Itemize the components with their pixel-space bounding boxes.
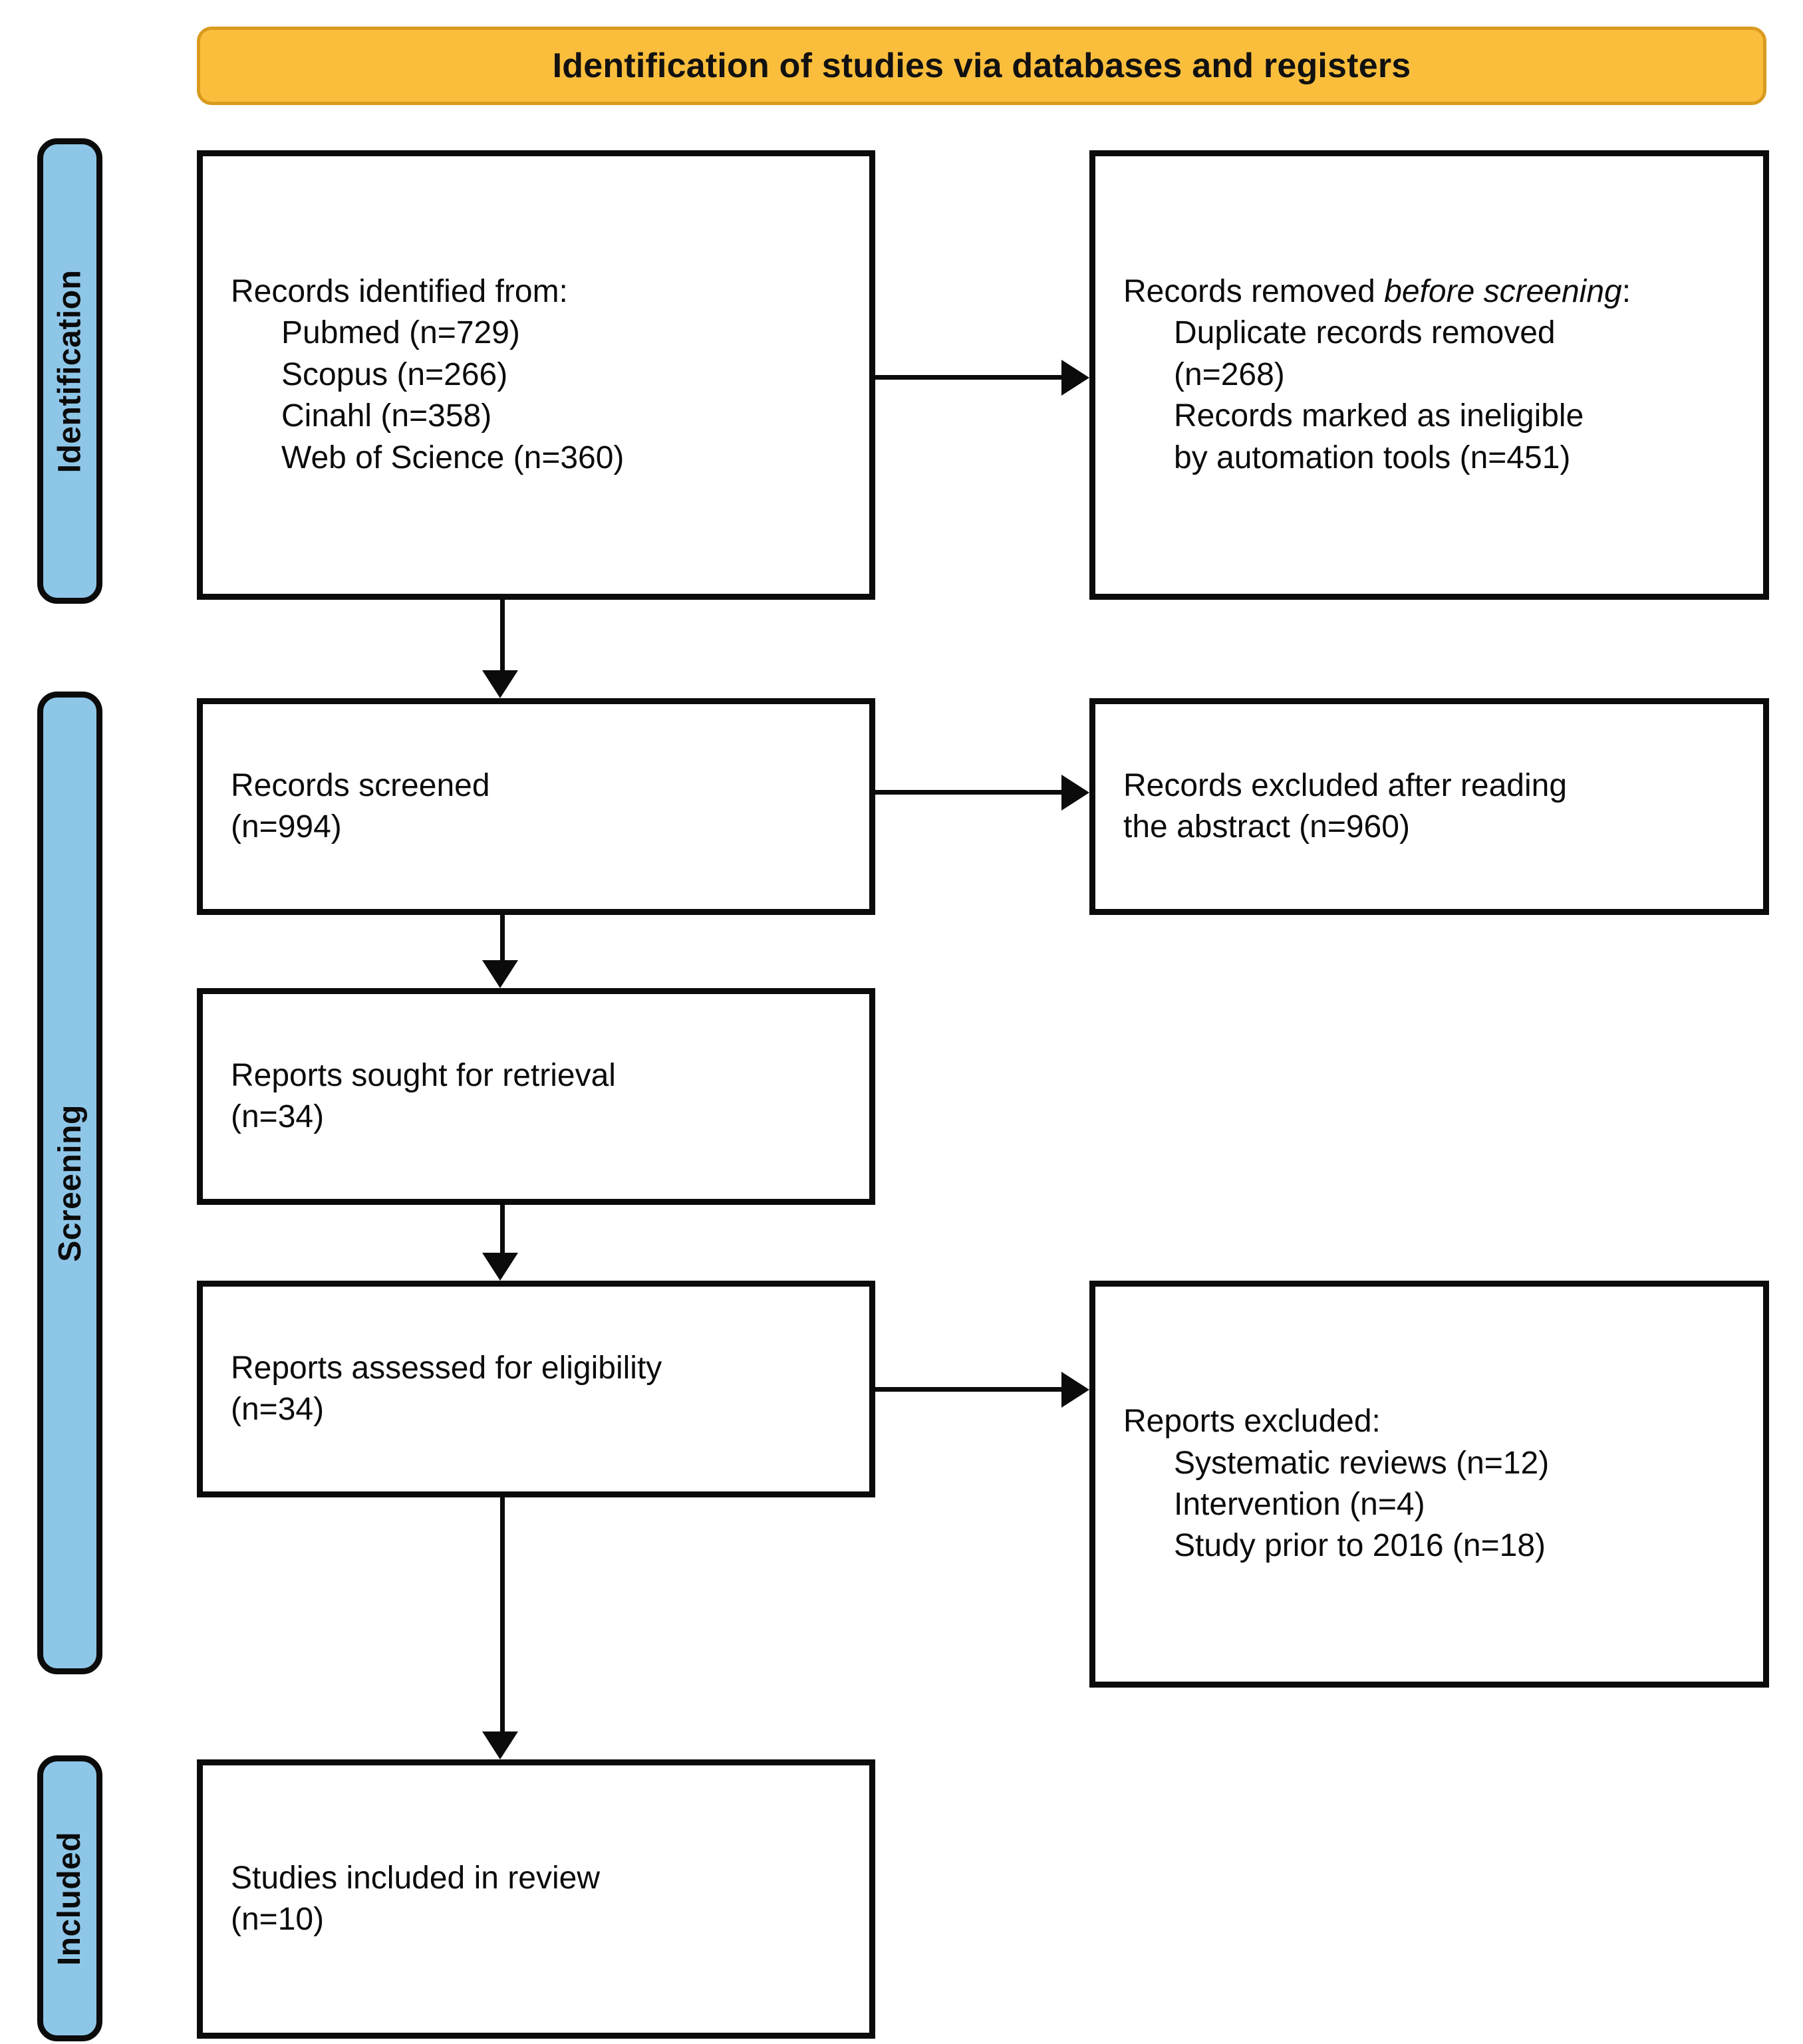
stage-label-identification-text: Identification — [52, 269, 88, 473]
box-records-removed-before-screening: Records removed before screening: Duplic… — [1089, 150, 1769, 600]
stage-label-included-text: Included — [52, 1831, 88, 1966]
reports-excluded-item-systematic-reviews: Systematic reviews (n=12) — [1174, 1445, 1550, 1481]
connector-line — [875, 790, 1061, 795]
arrow-right-icon — [1061, 1372, 1089, 1408]
studies-included-label: Studies included in review — [231, 1860, 600, 1896]
reports-assessed-count: (n=34) — [231, 1392, 325, 1427]
records-identified-item-cinahl: Cinahl (n=358) — [281, 398, 492, 434]
box-reports-excluded: Reports excluded: Systematic reviews (n=… — [1089, 1281, 1769, 1688]
box-records-identified: Records identified from: Pubmed (n=729) … — [197, 150, 875, 600]
arrow-down-icon — [482, 1731, 518, 1759]
connector-line — [500, 1205, 505, 1253]
stage-label-screening: Screening — [37, 692, 102, 1674]
reports-excluded-title: Reports excluded: — [1123, 1404, 1381, 1440]
records-removed-title-tail: : — [1621, 274, 1631, 310]
stage-label-screening-text: Screening — [52, 1104, 88, 1262]
reports-sought-label: Reports sought for retrieval — [231, 1057, 616, 1093]
records-screened-count: (n=994) — [231, 809, 342, 844]
stage-label-identification: Identification — [37, 138, 102, 604]
records-removed-title-lead: Records removed — [1123, 274, 1385, 310]
records-identified-title: Records identified from: — [231, 274, 568, 310]
box-records-screened: Records screened (n=994) — [197, 698, 875, 915]
reports-excluded-item-study-prior-2016: Study prior to 2016 (n=18) — [1174, 1528, 1546, 1564]
arrow-down-icon — [482, 1253, 518, 1281]
connector-line — [500, 915, 505, 960]
connector-line — [500, 1497, 505, 1731]
arrow-down-icon — [482, 960, 518, 988]
connector-line — [500, 600, 505, 670]
box-studies-included-in-review: Studies included in review (n=10) — [197, 1759, 875, 2039]
arrow-right-icon — [1061, 360, 1089, 396]
records-removed-title-italic: before screening — [1384, 274, 1622, 310]
records-identified-item-scopus: Scopus (n=266) — [281, 356, 508, 392]
records-screened-label: Records screened — [231, 767, 490, 803]
records-identified-item-web-of-science: Web of Science (n=360) — [281, 440, 624, 475]
diagram-header-title: Identification of studies via databases … — [552, 47, 1411, 85]
records-removed-item-ineligible: Records marked as ineligible — [1174, 398, 1584, 434]
records-removed-item-duplicates-count: (n=268) — [1174, 356, 1285, 392]
reports-excluded-item-intervention: Intervention (n=4) — [1174, 1487, 1425, 1522]
box-records-excluded-abstract: Records excluded after reading the abstr… — [1089, 698, 1769, 915]
connector-line — [875, 1387, 1061, 1392]
reports-assessed-label: Reports assessed for eligibility — [231, 1350, 662, 1386]
connector-line — [875, 375, 1061, 380]
records-excluded-abstract-line2: the abstract (n=960) — [1123, 809, 1410, 844]
arrow-down-icon — [482, 670, 518, 698]
box-reports-assessed-for-eligibility: Reports assessed for eligibility (n=34) — [197, 1281, 875, 1497]
records-excluded-abstract-line1: Records excluded after reading — [1123, 767, 1568, 803]
records-identified-item-pubmed: Pubmed (n=729) — [281, 315, 520, 351]
reports-sought-count: (n=34) — [231, 1099, 325, 1134]
diagram-header-banner: Identification of studies via databases … — [197, 27, 1766, 105]
records-removed-title: Records removed before screening: — [1123, 271, 1735, 313]
arrow-right-icon — [1061, 775, 1089, 811]
box-reports-sought-for-retrieval: Reports sought for retrieval (n=34) — [197, 988, 875, 1205]
records-removed-item-ineligible-count: by automation tools (n=451) — [1174, 440, 1571, 475]
studies-included-count: (n=10) — [231, 1902, 325, 1937]
records-removed-item-duplicates: Duplicate records removed — [1174, 315, 1556, 351]
stage-label-included: Included — [37, 1755, 102, 2041]
